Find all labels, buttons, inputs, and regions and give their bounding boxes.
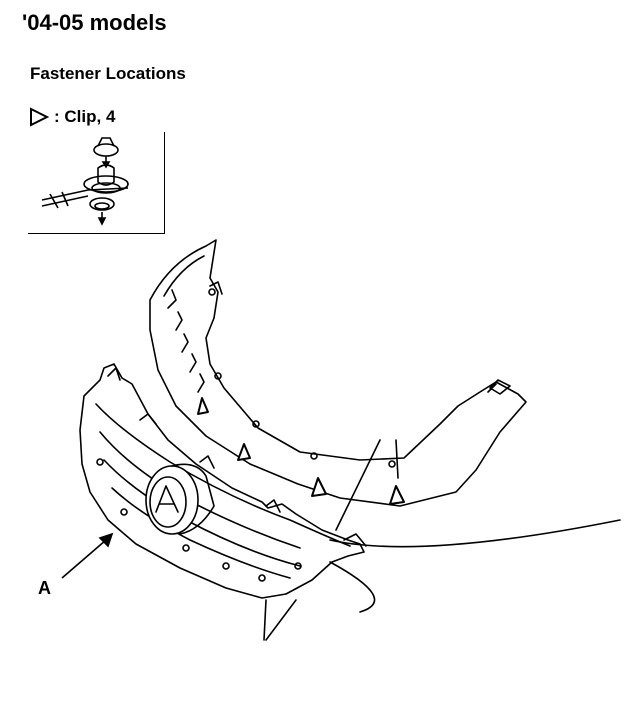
clip-legend-label: : Clip, 4: [54, 107, 116, 126]
clip-location-marker: [237, 443, 251, 461]
callout-part-a: A: [38, 578, 51, 598]
clip-detail-inset: [28, 132, 165, 234]
section-subtitle: Fastener Locations: [30, 64, 186, 83]
clip-location-marker: [311, 477, 327, 497]
clip-location-marker: [389, 485, 405, 505]
clip-location-marker: [197, 397, 209, 415]
clip-legend: : Clip, 4: [28, 107, 115, 127]
page-title: '04-05 models: [22, 10, 167, 35]
clip-detail-drawing: [41, 137, 129, 226]
triangle-outline-icon: [30, 107, 50, 127]
